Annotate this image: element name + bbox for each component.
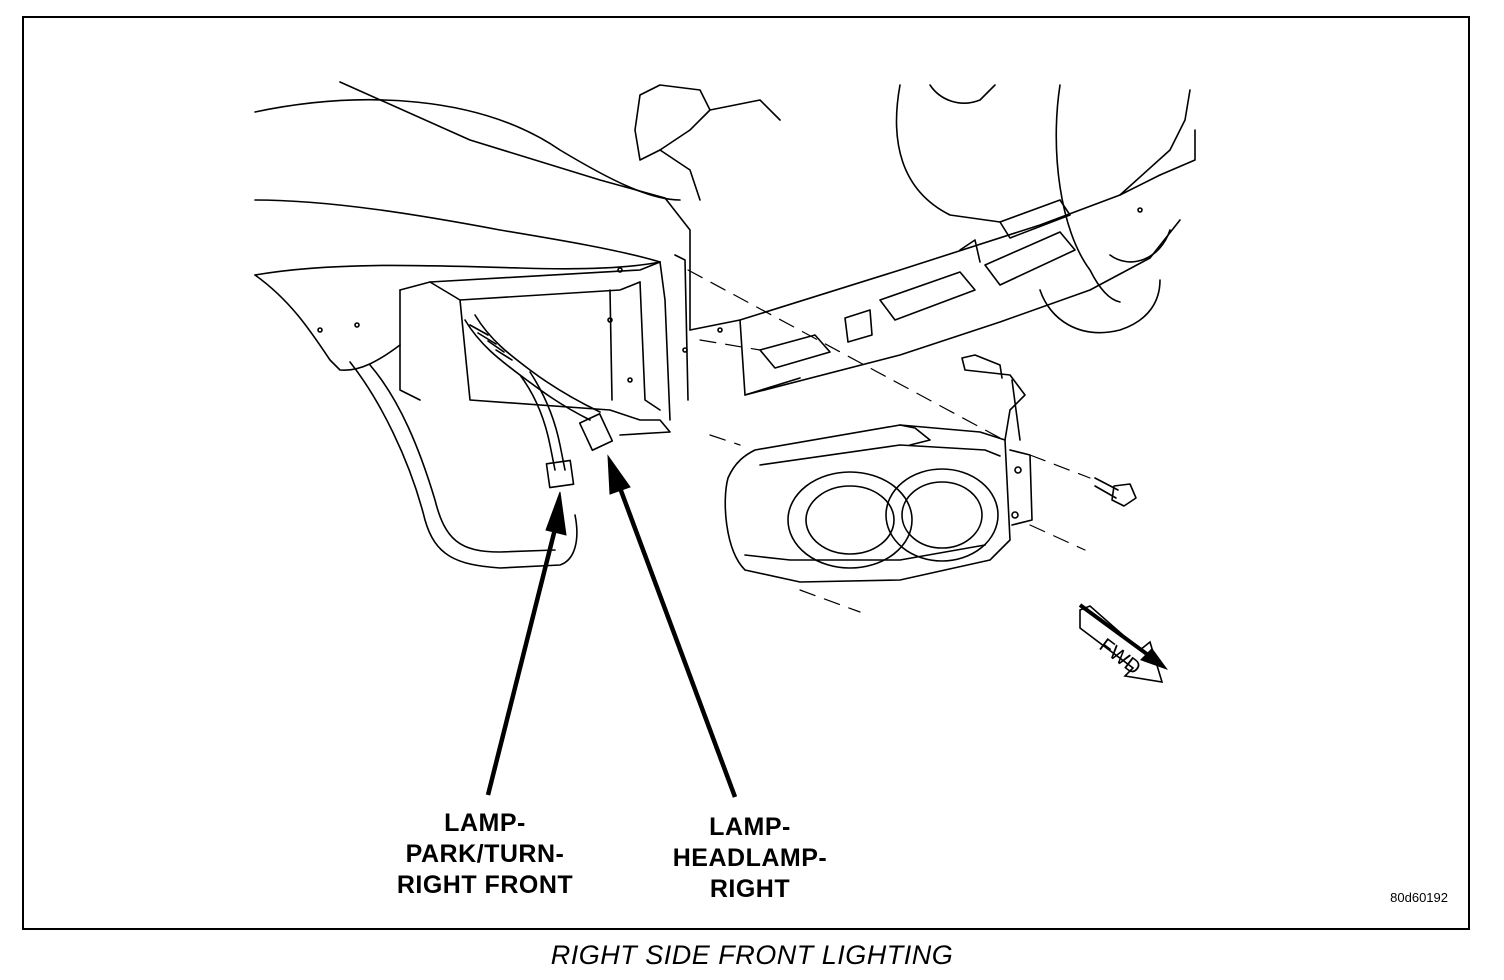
callout-park-line-1: LAMP-	[444, 809, 526, 837]
callout-headlamp: LAMP- HEADLAMP- RIGHT	[640, 812, 860, 905]
wiring-harness	[464, 314, 614, 489]
callout-park-line-3: RIGHT FRONT	[396, 871, 574, 899]
callout-park-line-2: PARK/TURN-	[405, 840, 565, 868]
mounting-bolt-icon	[1094, 477, 1137, 507]
fender-hood	[254, 81, 691, 569]
callout-park-turn: LAMP- PARK/TURN- RIGHT FRONT	[370, 808, 600, 901]
headlamp-assembly	[724, 354, 1033, 583]
callout-arrow-icon	[485, 454, 738, 798]
left-fender	[895, 84, 1171, 334]
figure-id: 80d60192	[1390, 890, 1448, 905]
figure-border	[22, 16, 1470, 930]
callout-head-line-1: LAMP-	[709, 813, 791, 841]
headlamp-opening	[429, 254, 689, 436]
fwd-arrow-icon: FWD	[1078, 603, 1168, 683]
radiator-support	[634, 84, 1196, 396]
figure-caption: RIGHT SIDE FRONT LIGHTING	[550, 940, 954, 970]
callout-head-line-3: RIGHT	[709, 875, 791, 903]
assembly-guide-lines	[687, 269, 1091, 613]
callout-head-line-2: HEADLAMP-	[672, 844, 828, 872]
